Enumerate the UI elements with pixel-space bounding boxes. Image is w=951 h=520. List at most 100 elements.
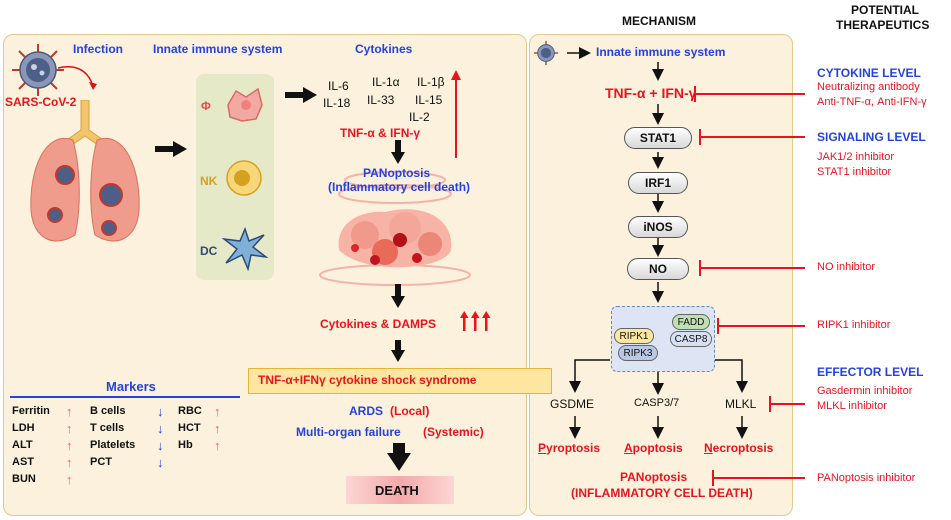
arrow-innate-to-cytokines [285,87,317,103]
ripk1-inhibitor-label: RIPK1 inhibitor [817,319,891,331]
marker-b-cells-arrow: ↓ [157,404,164,419]
signaling-item-2: STAT1 inhibitor [817,166,892,178]
effector-item-2: MLKL inhibitor [817,400,887,412]
apoptosis-initial: A [624,441,633,455]
marker-b-cells: B cells [90,405,126,417]
necroptosis-label: Necroptosis [704,442,773,454]
marker-hct: HCT [178,422,201,434]
panoptosis-swirl-illustration [319,171,471,286]
marker-ldh: LDH [12,422,35,434]
mechanism-header: MECHANISM [622,14,696,28]
marker-hb: Hb [178,439,193,451]
dendritic-cell-icon [222,226,268,271]
casp37-label: CASP3/7 [634,397,680,409]
marker-platelets: Platelets [90,439,136,451]
inos-node: iNOS [628,216,688,238]
tnf-ifn-label: TNF-α & IFN-γ [340,126,421,140]
necroptosis-rest: ecroptosis [712,441,774,455]
no-inhibitor-label: NO inhibitor [817,261,876,273]
irf1-node: IRF1 [628,172,688,194]
marker-pct: PCT [90,456,112,468]
marker-pct-arrow: ↓ [157,455,164,470]
therapeutics-header: THERAPEUTICS [836,18,930,32]
nk-label: NK [200,174,218,188]
arrow-tnf-to-panoptosis [391,140,405,164]
cytokine-il33: IL-33 [367,93,395,107]
fadd-node: FADD [672,314,710,330]
lungs-illustration [30,100,140,242]
innate-label: Innate immune system [153,42,283,56]
marker-ast-arrow: ↑ [66,455,73,470]
mech-panoptosis-label: PANoptosis [620,470,688,484]
marker-ldh-arrow: ↑ [66,421,73,436]
arrow-to-death [387,443,411,471]
marker-t-cells: T cells [90,422,125,434]
markers-underline [10,396,240,398]
death-label: DEATH [375,483,419,498]
cytokine-il6: IL-6 [328,79,349,93]
marker-hct-arrow: ↑ [214,421,221,436]
cytokine-il2: IL-2 [409,110,430,124]
marker-rbc: RBC [178,405,202,417]
arrow-lungs-to-innate [155,141,187,157]
marker-ast: AST [12,456,34,468]
mech-tnf-ifn-label: TNF-α + IFN-γ [605,85,697,101]
cytokine-item-1: Neutralizing antibody [817,81,920,93]
infection-label: Infection [73,42,123,56]
casp8-node: CASP8 [670,331,712,347]
marker-ferritin: Ferritin [12,405,50,417]
cytokine-il18: IL-18 [323,96,351,110]
dc-label: DC [200,244,218,258]
infection-arrow [57,66,97,90]
ards-label: ARDS [349,404,384,418]
marker-alt: ALT [12,439,33,451]
arrow-to-shock [391,340,405,362]
pyroptosis-initial: P [538,441,547,455]
ripk1-node: RIPK1 [614,328,654,344]
death-box [346,476,454,504]
marker-ferritin-arrow: ↑ [66,404,73,419]
cytokine-il1a: IL-1α [372,75,400,89]
marker-t-cells-arrow: ↓ [157,421,164,436]
macrophage-icon [227,87,263,122]
effector-level-title: EFFECTOR LEVEL [817,365,924,379]
markers-title: Markers [106,379,156,394]
potential-header: POTENTIAL [851,3,919,17]
ripk3-node: RIPK3 [618,345,658,361]
mech-inflammatory-label: (INFLAMMATORY CELL DEATH) [571,486,753,500]
cytokine-increase-arrow [451,70,461,158]
panoptosis-label: PANoptosis [363,166,431,180]
mof-label: Multi-organ failure [296,425,401,439]
gsdme-label: GSDME [550,397,595,411]
mech-innate-label: Innate immune system [596,45,726,59]
virus-label: SARS-CoV-2 [5,95,77,109]
ards-local-label: (Local) [390,404,430,418]
triple-up-arrow-icon [460,311,491,331]
no-node: NO [627,258,689,280]
cytokines-title: Cytokines [355,42,413,56]
mlkl-label: MLKL [725,397,757,411]
marker-rbc-arrow: ↑ [214,404,221,419]
shock-syndrome-label: TNF-α+IFNγ cytokine shock syndrome [258,373,477,387]
arrow-to-damps [391,284,405,308]
signaling-level-title: SIGNALING LEVEL [817,130,926,144]
marker-hb-arrow: ↑ [214,438,221,453]
cytokine-level-title: CYTOKINE LEVEL [817,66,921,80]
cytokine-il1b: IL-1β [417,75,445,89]
pyroptosis-rest: yroptosis [546,441,601,455]
mech-virus-icon [533,40,559,66]
nk-cell-icon [226,160,262,196]
marker-platelets-arrow: ↓ [157,438,164,453]
apoptosis-label: Apoptosis [624,442,683,454]
marker-bun: BUN [12,473,36,485]
macrophage-label: Φ [201,99,211,113]
signaling-item-1: JAK1/2 inhibitor [817,151,895,163]
cytokine-il15: IL-15 [415,93,443,107]
inflammatory-cell-death-label: (Inflammatory cell death) [328,180,471,194]
cytokines-damps-label: Cytokines & DAMPS [320,317,437,331]
cytokine-item-2: Anti-TNF-α, Anti-IFN-γ [817,96,927,108]
apoptosis-rest: poptosis [632,441,683,455]
stat1-node: STAT1 [624,127,692,149]
effector-item-1: Gasdermin inhibitor [817,385,913,397]
